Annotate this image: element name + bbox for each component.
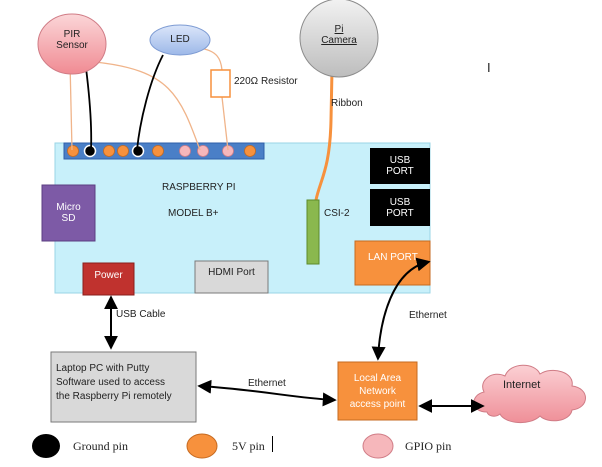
gpio-pins [67, 144, 256, 158]
hdmi-port [194, 260, 269, 294]
legend-5v-label: 5V pin [232, 439, 265, 453]
led-resistor-wire [197, 47, 223, 71]
led-ground-wire [136, 54, 164, 151]
pir-ground-wire [85, 67, 93, 151]
pir-sensor [37, 13, 107, 75]
usb-port-2-label: USB PORT [386, 196, 414, 219]
header-pin-ground [83, 144, 97, 158]
led [149, 24, 211, 56]
header-pin-five-v [244, 145, 256, 157]
ethernet-label-2: Ethernet [409, 310, 447, 321]
resistor-gpio-wire [221, 96, 229, 151]
camera-ribbon [314, 69, 334, 201]
lan-ap-label: Local Area Network access point [349, 372, 406, 410]
header-pin-five-v [67, 145, 79, 157]
legend-ground-label: Ground pin [73, 439, 128, 453]
ribbon-label: Ribbon [331, 98, 363, 109]
micro-sd-slot [41, 184, 96, 242]
csi-2-connector [306, 199, 320, 265]
lan-port-label: LAN PORT [368, 252, 418, 263]
text-cursor-mark: I [487, 60, 491, 75]
pir-gpio-wire [69, 61, 73, 151]
header-pin-gpio [197, 145, 209, 157]
legend-gpio-icon [362, 433, 394, 459]
micro-sd-label: Micro SD [56, 202, 81, 224]
resistor-label: 220Ω Resistor [234, 76, 298, 87]
header-pin-five-v [152, 145, 164, 157]
lan-access-point [337, 361, 418, 421]
resistor [210, 69, 231, 98]
board-model: MODEL B+ [168, 208, 219, 219]
legend-ground-icon [32, 434, 60, 458]
pi-camera [299, 0, 379, 78]
lan-port [354, 240, 431, 286]
gpio-header [63, 142, 265, 160]
legend-5v-cursor [272, 436, 273, 452]
usb-port-1 [370, 148, 430, 184]
header-pin-five-v [103, 145, 115, 157]
usb-port-2 [370, 189, 430, 226]
usb-cable-label: USB Cable [116, 309, 166, 320]
internet-label: Internet [503, 379, 541, 391]
ethernet-label-1: Ethernet [248, 378, 286, 389]
power-label: Power [94, 269, 123, 281]
csi-2-label: CSI-2 [324, 208, 350, 219]
legend-gpio-label: GPIO pin [405, 439, 452, 453]
laptop-pc [50, 351, 197, 423]
usb-port-1-label: USB PORT [386, 155, 414, 177]
ethernet-laptop-ap-arrow [197, 379, 337, 407]
pir-5v-wire [94, 61, 201, 151]
led-label: LED [170, 34, 190, 45]
pir-sensor-label: PIR Sensor [56, 29, 88, 51]
pi-camera-label: Pi Camera [321, 24, 357, 46]
power-port [82, 262, 135, 296]
header-pin-five-v [117, 145, 129, 157]
internet-cloud [473, 364, 586, 423]
legend-5v-icon [186, 433, 218, 459]
laptop-label: Laptop PC with Putty Software used to ac… [56, 363, 172, 402]
board-title: RASPBERRY PI [162, 182, 236, 193]
header-pin-gpio [179, 145, 191, 157]
ethernet-lan-ap-arrow [371, 257, 431, 361]
hdmi-label: HDMI Port [208, 266, 255, 278]
